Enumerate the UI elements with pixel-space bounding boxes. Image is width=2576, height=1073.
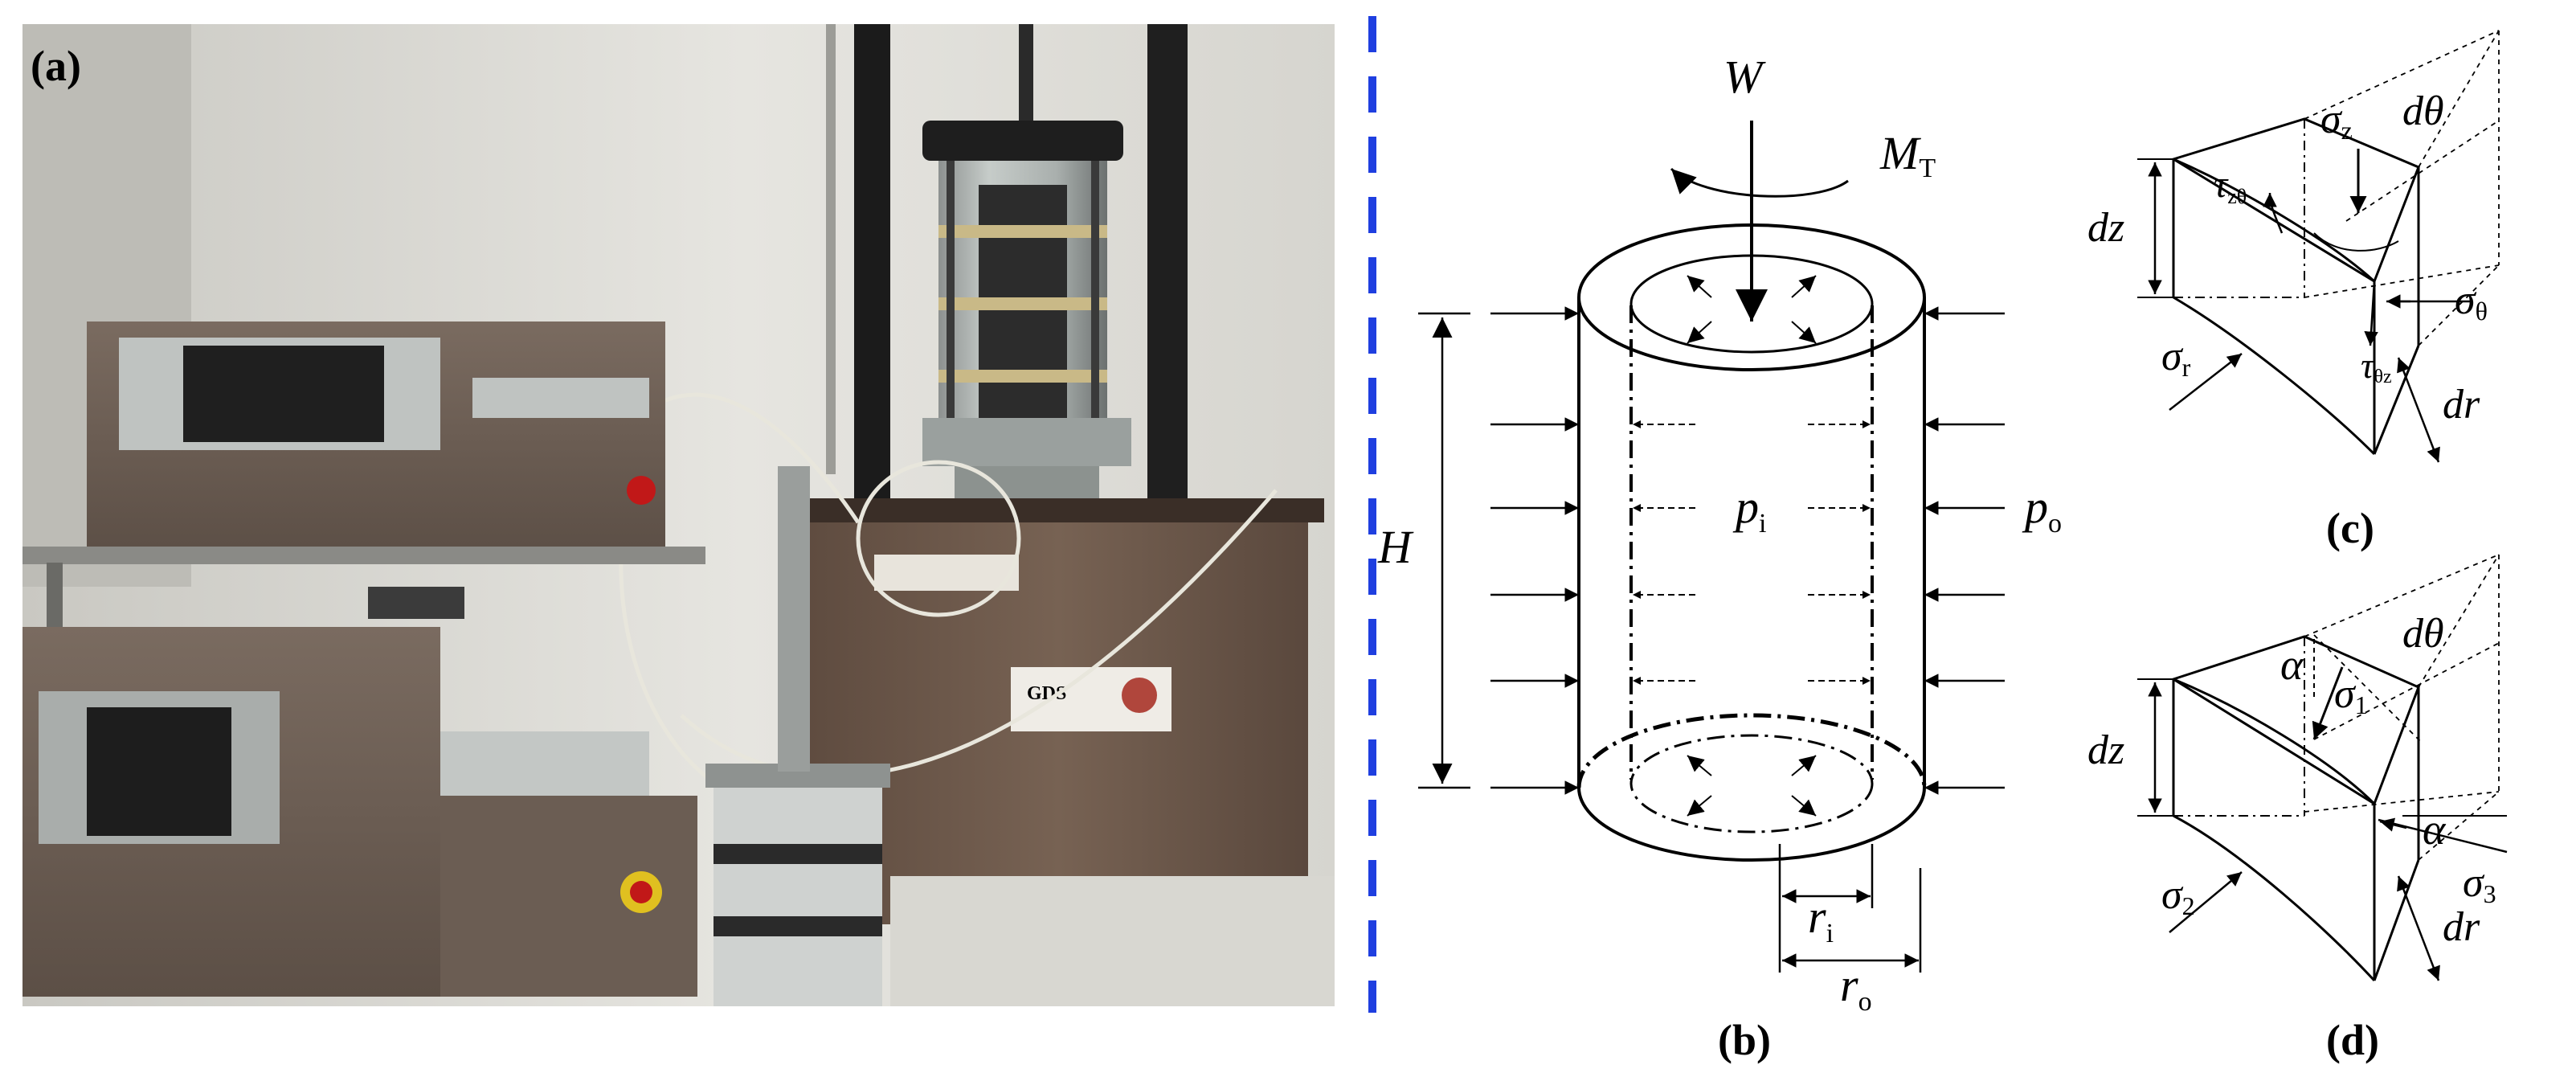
inner-pressure-arrows — [1633, 420, 1871, 685]
floor-box — [890, 876, 1335, 1006]
bottom-inner-arrow-4 — [1791, 795, 1817, 817]
bottom-inner-arrow-1 — [1687, 755, 1712, 776]
torque-label: MT — [1879, 127, 1936, 183]
dtheta-label-d: dθ — [2402, 611, 2444, 657]
loading-frame-right-post — [1147, 24, 1188, 547]
cell-band-1 — [938, 225, 1107, 238]
inner-radius-label: ri — [1808, 891, 1834, 948]
keypad — [368, 587, 464, 619]
bottom-inner-arrow-2 — [1791, 755, 1817, 776]
tau-thetaz-label: τθz — [2361, 345, 2392, 387]
top-inner-arrow-3 — [1687, 321, 1712, 344]
outer-pressure-arrows — [1490, 306, 2005, 795]
cell-band-3 — [938, 370, 1107, 383]
torque-arc — [1670, 167, 1849, 198]
top-inner-arrow-1 — [1687, 275, 1712, 298]
cell-tie-rod-left — [947, 161, 955, 426]
inner-pressure-label: pi — [1732, 481, 1766, 539]
small-cell-band-2 — [714, 916, 882, 936]
outer-bottom-back-arc — [1576, 713, 1927, 788]
outer-radius-label: ro — [1840, 959, 1872, 1017]
sigma-3-label: σ3 — [2463, 860, 2496, 908]
height-label: H — [1377, 521, 1414, 573]
shelf — [22, 547, 705, 564]
top-inner-arrow-2 — [1791, 275, 1817, 298]
dtheta-label-c: dθ — [2402, 88, 2444, 134]
panel-d-label: (d) — [2326, 1016, 2379, 1064]
sigma-theta-label: σθ — [2455, 277, 2488, 326]
axial-load-label: W — [1723, 51, 1766, 103]
small-cell-band-1 — [714, 844, 882, 864]
loading-frame-left-post — [854, 24, 890, 547]
sigma-2-label: σ2 — [2161, 872, 2195, 920]
stress-element-c — [2137, 30, 2500, 463]
lower-stop-button-core — [630, 881, 652, 903]
cabinet-label-plate — [874, 555, 1019, 591]
cabinet-top — [794, 498, 1324, 522]
radius-dimensions — [1778, 844, 1922, 973]
floor-post — [778, 466, 810, 772]
lab-apparatus-photo: GDS (a) — [22, 24, 1335, 1006]
height-dimension — [1418, 312, 1470, 789]
upper-controller-motor — [183, 346, 384, 442]
dz-label-c: dz — [2087, 205, 2124, 251]
cell-band-2 — [938, 297, 1107, 310]
hollow-cylinder-diagram — [1576, 121, 1927, 862]
stress-element-d — [2137, 554, 2508, 982]
lower-controller-motor — [87, 707, 231, 836]
sigma-r-label: σr — [2161, 334, 2191, 382]
upper-controller-piston — [472, 378, 649, 418]
cell-top-cap — [922, 121, 1123, 161]
dr-label-c: dr — [2443, 382, 2480, 428]
dr-label-d: dr — [2443, 904, 2480, 950]
outer-pressure-label: po — [2022, 481, 2062, 539]
small-cell — [714, 772, 882, 1006]
lower-controller-piston — [440, 731, 649, 796]
alpha-label-top: α — [2280, 641, 2304, 689]
dz-label-d: dz — [2087, 727, 2124, 773]
top-inner-arrow-4 — [1791, 321, 1817, 344]
alpha-label-right: α — [2423, 805, 2447, 854]
wall-column — [826, 24, 836, 474]
panel-a-label: (a) — [31, 42, 81, 90]
loading-frame-rod — [1019, 24, 1033, 121]
upper-stop-button — [627, 476, 656, 505]
tau-ztheta-label: τzθ — [2214, 163, 2247, 208]
outer-bottom-arc — [1577, 787, 1926, 862]
sigma-1-label: σ1 — [2334, 671, 2368, 719]
cell-base — [922, 418, 1131, 466]
gds-logo-globe — [1122, 678, 1157, 713]
panel-b-label: (b) — [1718, 1016, 1771, 1064]
cell-tie-rod-right — [1091, 161, 1099, 426]
bottom-inner-arrow-3 — [1687, 795, 1712, 817]
inner-bottom-ellipse — [1629, 734, 1874, 833]
tubing-loop — [856, 460, 1021, 617]
sigma-z-label-c: σz — [2320, 96, 2353, 145]
panel-c-label: (c) — [2326, 504, 2374, 552]
